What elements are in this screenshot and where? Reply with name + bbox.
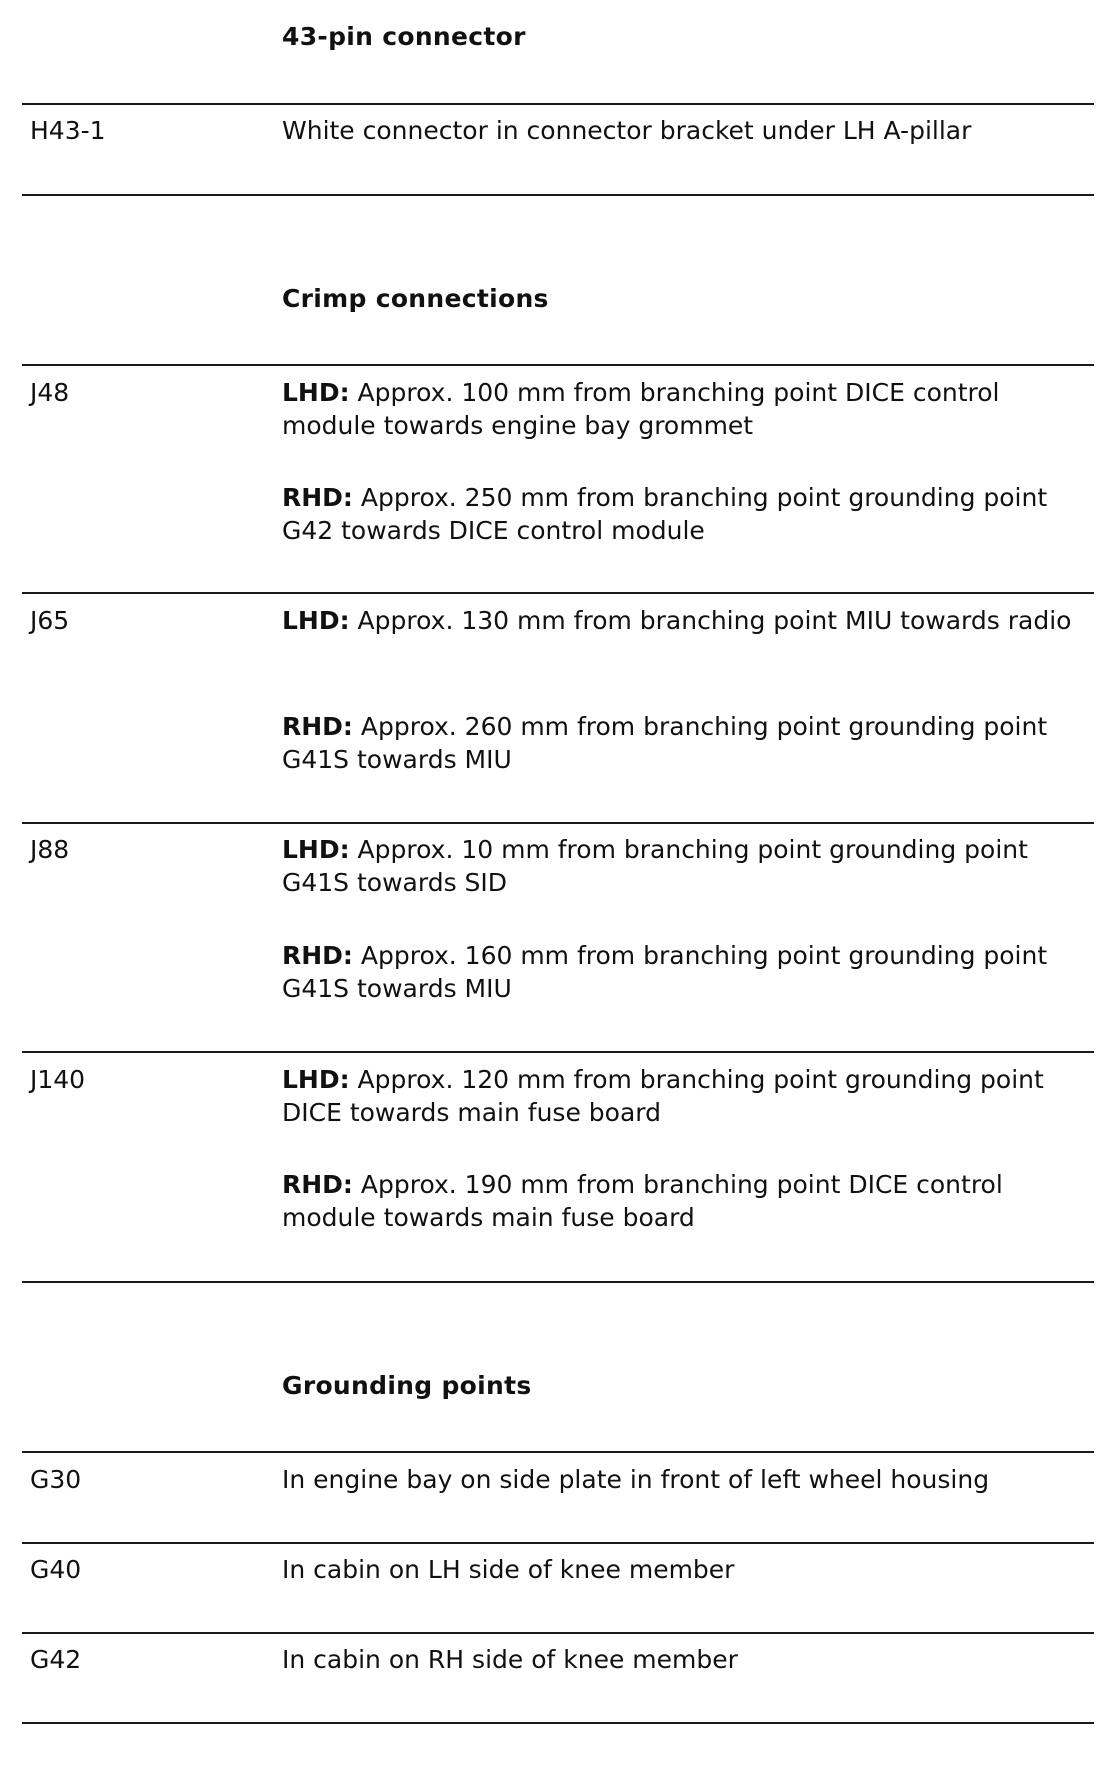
rhd-text: Approx. 160 mm from branching point grou… [282, 941, 1048, 1003]
lhd-label: LHD: [282, 606, 350, 635]
rhd-label: RHD: [282, 712, 353, 741]
crimp-code-j65: J65 [30, 606, 70, 635]
crimp-rhd-note: RHD: Approx. 260 mm from branching point… [282, 710, 1092, 776]
divider-line [22, 1632, 1094, 1634]
crimp-rhd-note: RHD: Approx. 250 mm from branching point… [282, 481, 1092, 547]
ground-description: In cabin on RH side of knee member [282, 1645, 738, 1674]
lhd-text: Approx. 120 mm from branching point grou… [282, 1065, 1044, 1127]
divider-line [22, 822, 1094, 824]
crimp-code-j140: J140 [30, 1065, 86, 1094]
divider-line [22, 1051, 1094, 1053]
lhd-label: LHD: [282, 1065, 350, 1094]
rhd-label: RHD: [282, 1170, 353, 1199]
crimp-rhd-note: RHD: Approx. 160 mm from branching point… [282, 939, 1092, 1005]
ground-code-g42: G42 [30, 1645, 82, 1674]
crimp-code-j48: J48 [30, 378, 70, 407]
ground-code-g40: G40 [30, 1555, 82, 1584]
lhd-text: Approx. 100 mm from branching point DICE… [282, 378, 1000, 440]
lhd-text: Approx. 10 mm from branching point groun… [282, 835, 1028, 897]
rhd-label: RHD: [282, 941, 353, 970]
crimp-rhd-note: RHD: Approx. 190 mm from branching point… [282, 1168, 1092, 1234]
divider-line [22, 1542, 1094, 1544]
divider-line [22, 1451, 1094, 1453]
section-heading-connector: 43-pin connector [282, 22, 526, 51]
section-heading-crimp: Crimp connections [282, 284, 549, 313]
ground-description: In cabin on LH side of knee member [282, 1555, 735, 1584]
divider-line [22, 103, 1094, 105]
crimp-lhd-note: LHD: Approx. 10 mm from branching point … [282, 833, 1092, 899]
connector-code: H43-1 [30, 116, 106, 145]
lhd-text: Approx. 130 mm from branching point MIU … [349, 606, 1072, 635]
divider-line [22, 1281, 1094, 1283]
crimp-lhd-note: LHD: Approx. 130 mm from branching point… [282, 604, 1092, 637]
ground-code-g30: G30 [30, 1465, 82, 1494]
connector-description: White connector in connector bracket und… [282, 116, 972, 145]
divider-line [22, 194, 1094, 196]
rhd-label: RHD: [282, 483, 353, 512]
rhd-text: Approx. 190 mm from branching point DICE… [282, 1170, 1003, 1232]
divider-line [22, 1722, 1094, 1724]
ground-description: In engine bay on side plate in front of … [282, 1465, 990, 1494]
divider-line [22, 364, 1094, 366]
lhd-label: LHD: [282, 378, 350, 407]
rhd-text: Approx. 260 mm from branching point grou… [282, 712, 1048, 774]
crimp-lhd-note: LHD: Approx. 120 mm from branching point… [282, 1063, 1092, 1129]
rhd-text: Approx. 250 mm from branching point grou… [282, 483, 1048, 545]
lhd-label: LHD: [282, 835, 350, 864]
crimp-code-j88: J88 [30, 835, 70, 864]
section-heading-grounding: Grounding points [282, 1371, 532, 1400]
divider-line [22, 592, 1094, 594]
crimp-lhd-note: LHD: Approx. 100 mm from branching point… [282, 376, 1092, 442]
